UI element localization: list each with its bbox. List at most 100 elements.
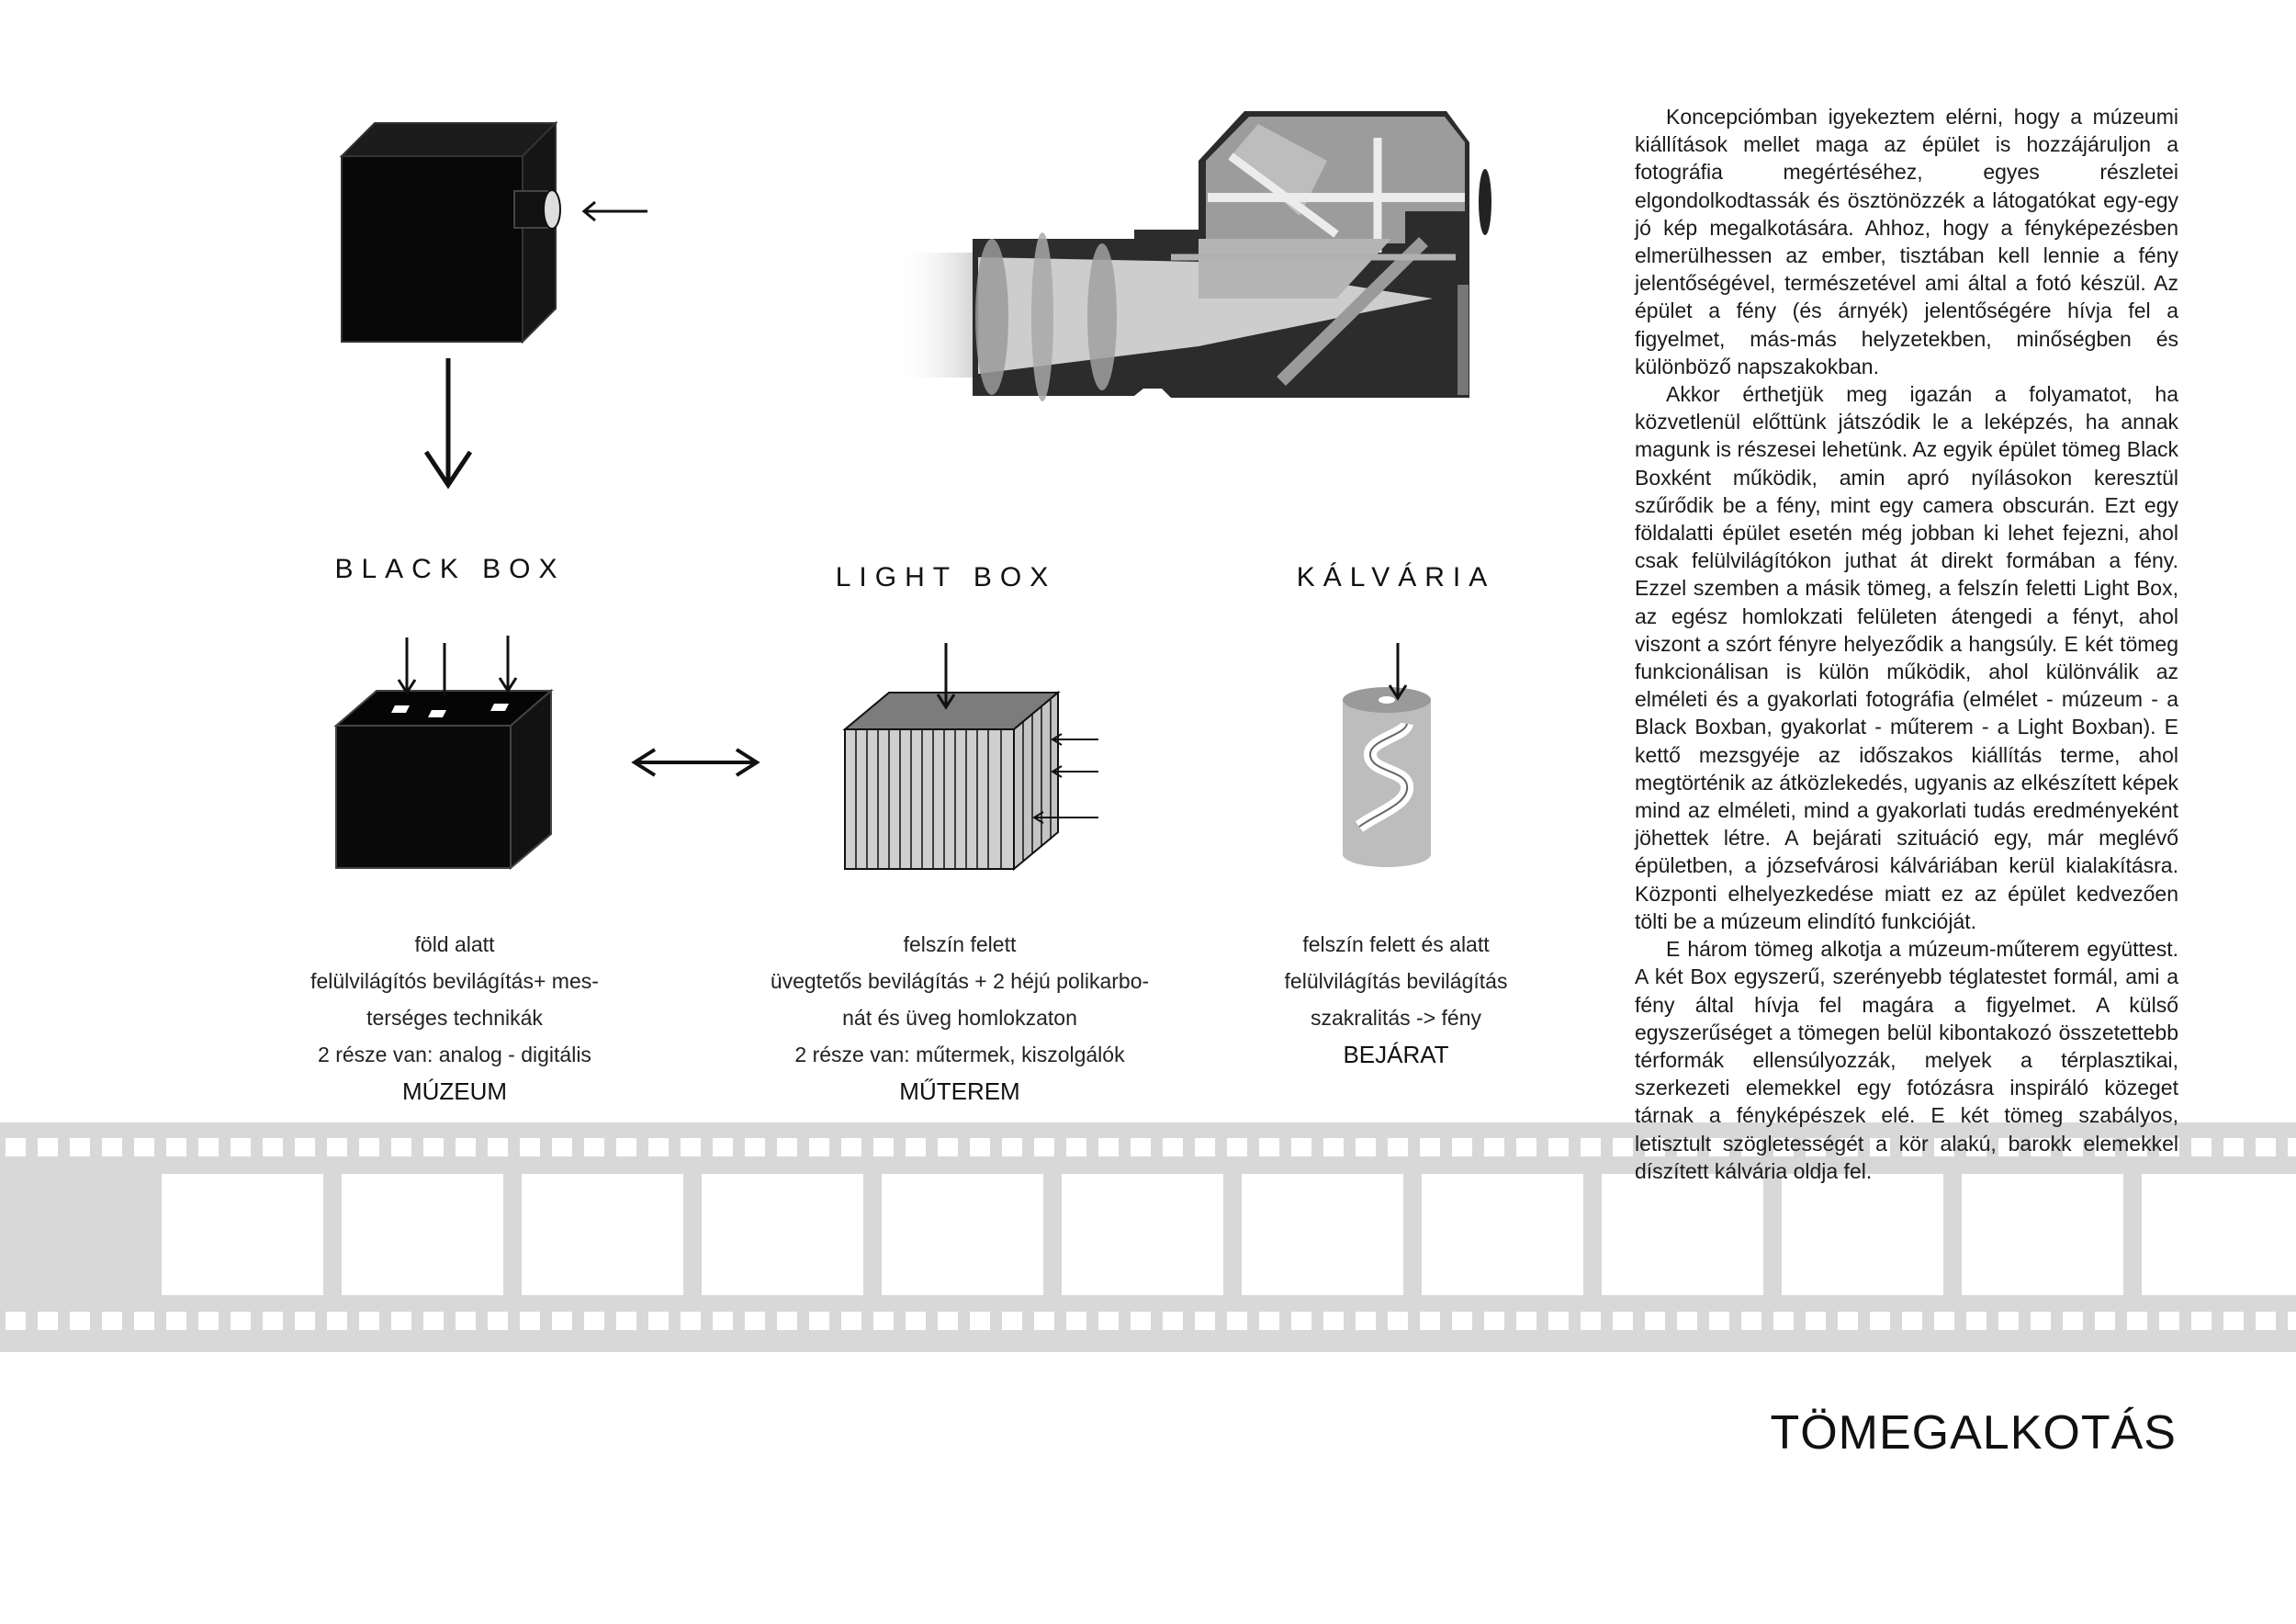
film-sprocket-hole <box>1131 1138 1151 1156</box>
film-strip <box>0 1122 2296 1352</box>
film-sprocket-hole <box>327 1138 347 1156</box>
film-sprocket-hole <box>1163 1138 1183 1156</box>
film-sprocket-hole <box>745 1138 765 1156</box>
film-sprocket-hole <box>1066 1312 1086 1330</box>
film-sprocket-hole <box>873 1312 894 1330</box>
film-sprocket-hole <box>456 1312 476 1330</box>
film-sprocket-hole <box>713 1138 733 1156</box>
film-sprocket-hole <box>102 1312 122 1330</box>
film-sprocket-hole <box>1934 1312 1954 1330</box>
film-sprocket-hole <box>1806 1138 1826 1156</box>
kalvaria-heading: KÁLVÁRIA <box>1296 562 1496 592</box>
film-sprocket-hole <box>1034 1312 1054 1330</box>
film-sprocket-hole <box>423 1138 444 1156</box>
film-sprocket-hole <box>38 1138 58 1156</box>
film-sprocket-hole <box>681 1312 701 1330</box>
film-sprocket-hole <box>2256 1312 2276 1330</box>
film-sprocket-hole <box>745 1312 765 1330</box>
film-sprocket-hole <box>938 1138 958 1156</box>
film-sprocket-hole <box>2223 1138 2244 1156</box>
film-sprocket-hole <box>1516 1138 1536 1156</box>
film-sprocket-hole <box>1773 1312 1794 1330</box>
film-sprocket-hole <box>1291 1312 1311 1330</box>
film-sprocket-hole <box>841 1312 861 1330</box>
film-sprocket-hole <box>1966 1312 1986 1330</box>
film-sprocket-hole <box>166 1312 186 1330</box>
film-sprocket-hole <box>713 1312 733 1330</box>
film-sprocket-hole <box>1548 1138 1569 1156</box>
film-sprocket-hole <box>1613 1312 1633 1330</box>
film-sprocket-hole <box>134 1312 154 1330</box>
film-sprocket-hole <box>873 1138 894 1156</box>
film-sprocket-hole <box>1548 1312 1569 1330</box>
film-sprocket-hole <box>2095 1138 2115 1156</box>
film-sprocket-hole <box>6 1312 26 1330</box>
film-sprocket-hole <box>38 1312 58 1330</box>
film-sprocket-hole <box>1581 1312 1601 1330</box>
slr-camera-section <box>895 111 1491 401</box>
film-sprocket-hole <box>2063 1138 2083 1156</box>
black-box-line-4: 2 része van: analog - digitális <box>318 1043 591 1066</box>
film-sprocket-hole <box>359 1312 379 1330</box>
kalvaria-line-1: felszín felett és alatt <box>1302 932 1490 956</box>
film-sprocket-hole <box>70 1312 90 1330</box>
film-sprocket-hole <box>2191 1138 2212 1156</box>
film-sprocket-hole <box>1645 1312 1665 1330</box>
film-sprocket-hole <box>1838 1312 1858 1330</box>
film-frame <box>1422 1174 1583 1295</box>
film-sprocket-hole <box>1902 1312 1922 1330</box>
film-sprocket-hole <box>1581 1138 1601 1156</box>
film-sprocket-hole <box>938 1312 958 1330</box>
film-sprocket-hole <box>777 1138 797 1156</box>
film-sprocket-hole <box>1420 1138 1440 1156</box>
film-sprocket-hole <box>488 1312 508 1330</box>
black-box-diagram <box>333 636 554 871</box>
film-sprocket-hole <box>809 1312 829 1330</box>
film-sprocket-hole <box>906 1138 926 1156</box>
film-sprocket-hole <box>391 1312 411 1330</box>
film-frame <box>162 1174 323 1295</box>
film-sprocket-hole <box>1709 1312 1729 1330</box>
light-box-heading: LIGHT BOX <box>835 562 1057 592</box>
film-sprocket-hole <box>231 1138 251 1156</box>
film-sprocket-hole <box>1356 1312 1376 1330</box>
film-sprocket-hole <box>1163 1312 1183 1330</box>
film-sprocket-hole <box>2223 1312 2244 1330</box>
film-sprocket-hole <box>1291 1138 1311 1156</box>
film-sprocket-hole <box>102 1138 122 1156</box>
film-sprocket-hole <box>2288 1312 2296 1330</box>
film-sprocket-hole <box>2159 1138 2179 1156</box>
film-sprocket-hole <box>1902 1138 1922 1156</box>
film-sprocket-hole <box>777 1312 797 1330</box>
film-sprocket-hole <box>6 1138 26 1156</box>
film-sprocket-hole <box>1098 1138 1119 1156</box>
light-box-line-4: 2 része van: műtermek, kiszolgálók <box>794 1043 1125 1066</box>
film-sprocket-hole <box>1838 1138 1858 1156</box>
film-sprocket-hole <box>1227 1312 1247 1330</box>
film-sprocket-hole <box>1388 1138 1408 1156</box>
film-sprocket-hole <box>1484 1312 1504 1330</box>
film-sprocket-hole <box>1420 1312 1440 1330</box>
film-sprocket-hole <box>2127 1312 2147 1330</box>
film-sprocket-hole <box>295 1138 315 1156</box>
film-sprocket-hole <box>1516 1312 1536 1330</box>
film-sprocket-hole <box>648 1138 669 1156</box>
light-box-description: felszín felett üvegtetős bevilágítás + 2… <box>735 926 1185 1110</box>
film-sprocket-hole <box>1323 1138 1344 1156</box>
film-sprocket-hole <box>2159 1312 2179 1330</box>
film-sprocket-hole <box>2063 1312 2083 1330</box>
film-sprocket-hole <box>1934 1138 1954 1156</box>
film-sprocket-hole <box>2031 1138 2051 1156</box>
film-sprocket-hole <box>552 1138 572 1156</box>
film-sprocket-hole <box>1323 1312 1344 1330</box>
film-sprocket-hole <box>1645 1138 1665 1156</box>
film-sprocket-hole <box>970 1312 990 1330</box>
light-box-line-1: felszín felett <box>903 932 1017 956</box>
film-sprocket-hole <box>1356 1138 1376 1156</box>
kalvaria-line-3: szakralitás -> fény <box>1311 1006 1481 1030</box>
film-sprocket-hole <box>1259 1312 1279 1330</box>
black-box-heading: BLACK BOX <box>334 554 566 584</box>
film-sprocket-hole <box>970 1138 990 1156</box>
film-sprocket-hole <box>134 1138 154 1156</box>
film-sprocket-hole <box>2127 1138 2147 1156</box>
